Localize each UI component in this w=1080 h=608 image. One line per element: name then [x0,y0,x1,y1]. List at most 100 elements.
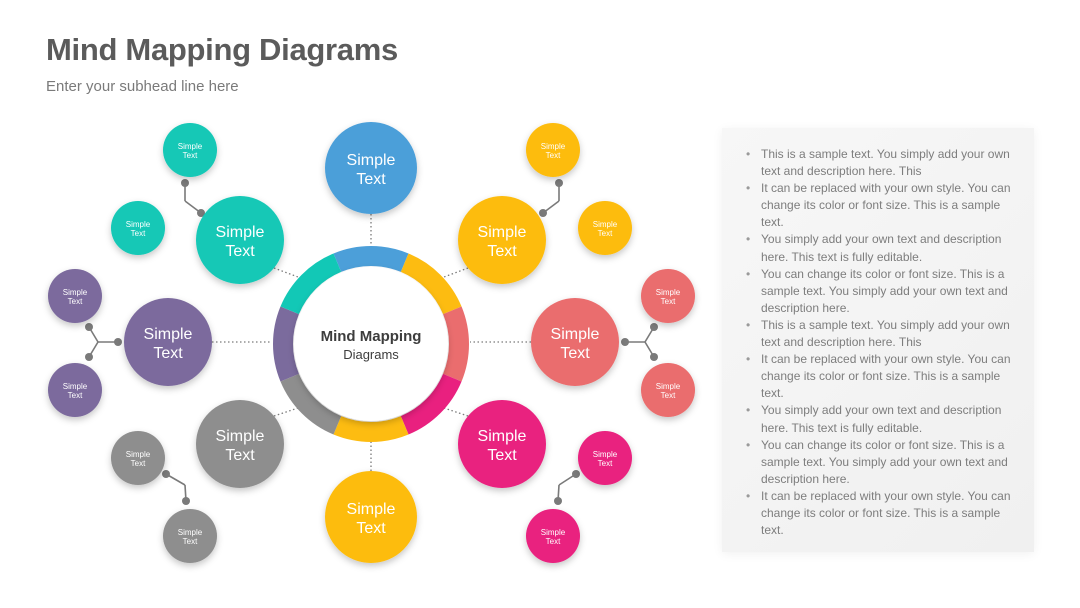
sub-node-circle [163,509,217,563]
main-node-circle [458,196,546,284]
sub-node-label: Text [546,537,561,546]
center-ring [273,246,469,442]
center-title: Mind Mapping [321,328,422,345]
branch-dot [539,209,547,217]
main-node-circle [196,400,284,488]
main-node-circle [196,196,284,284]
page-title: Mind Mapping Diagrams [46,32,398,67]
sub-node-circle [578,201,632,255]
main-node-circle [531,298,619,386]
branch-dot [650,353,658,361]
bullet-item: It can be replaced with your own style. … [746,351,1012,402]
sub-node-label: Simple [656,288,681,297]
bullet-item: It can be replaced with your own style. … [746,180,1012,231]
connector-lines [85,179,658,505]
branch-dot [572,470,580,478]
branch-dot [162,470,170,478]
main-node-label: Simple [216,224,265,241]
bullet-item: You simply add your own text and descrip… [746,231,1012,265]
sub-node-label: Text [183,537,198,546]
sub-node-circle [641,269,695,323]
ring-segment [400,253,462,315]
sub-node-label: Text [131,459,146,468]
branch-dot [85,353,93,361]
branch-dot [85,323,93,331]
main-node-circle [325,122,417,214]
bullet-list: This is a sample text. You simply add yo… [746,146,1012,539]
ring-segment [273,306,299,382]
branch-dot [114,338,122,346]
main-node-circle [325,471,417,563]
main-node-label: Simple [144,326,193,343]
main-node-label: Text [356,171,386,188]
dotted-connector [273,267,299,278]
center-circle [294,267,448,421]
sub-node-label: Simple [541,142,566,151]
sub-node-circle [163,123,217,177]
sub-node-label: Text [661,391,676,400]
sub-node-circle [578,431,632,485]
sub-node-label: Simple [593,450,618,459]
main-node-label: Simple [216,428,265,445]
sub-node-circle [641,363,695,417]
sub-node-label: Text [661,297,676,306]
main-node-circle [124,298,212,386]
ring-segment [333,416,409,442]
sub-node-label: Simple [126,450,151,459]
main-node-label: Simple [551,326,600,343]
ring-segment [333,246,409,272]
center-subtitle: Diagrams [343,347,399,362]
sub-node-circle [111,201,165,255]
sub-node-circle [111,431,165,485]
main-node-label: Text [225,243,255,260]
sub-node-circle [48,363,102,417]
main-node-label: Simple [347,152,396,169]
sub-nodes: SimpleTextSimpleTextSimpleTextSimpleText… [48,123,695,563]
dotted-connector [273,407,299,417]
sub-node-label: Text [598,459,613,468]
ring-segment [400,373,462,435]
ring-segment [280,253,342,315]
sub-node-label: Simple [656,382,681,391]
bullet-item: You simply add your own text and descrip… [746,402,1012,436]
main-node-label: Text [487,447,517,464]
sub-node-circle [526,123,580,177]
main-node-label: Text [560,345,590,362]
main-node-label: Text [487,243,517,260]
text-panel: This is a sample text. You simply add yo… [722,128,1034,552]
main-node-label: Simple [347,501,396,518]
sub-node-label: Text [598,229,613,238]
main-node-label: Text [356,520,386,537]
sub-node-label: Text [183,151,198,160]
main-node-label: Simple [478,428,527,445]
sub-node-label: Simple [126,220,151,229]
sub-node-circle [526,509,580,563]
main-node-circle [458,400,546,488]
sub-node-label: Text [546,151,561,160]
sub-node-label: Text [68,391,83,400]
sub-node-label: Simple [63,288,88,297]
sub-node-label: Simple [63,382,88,391]
sub-node-label: Simple [593,220,618,229]
bullet-item: You can change its color or font size. T… [746,437,1012,488]
main-node-label: Simple [478,224,527,241]
dotted-connector [443,267,469,278]
branch-dot [182,497,190,505]
main-node-label: Text [153,345,183,362]
sub-node-circle [48,269,102,323]
